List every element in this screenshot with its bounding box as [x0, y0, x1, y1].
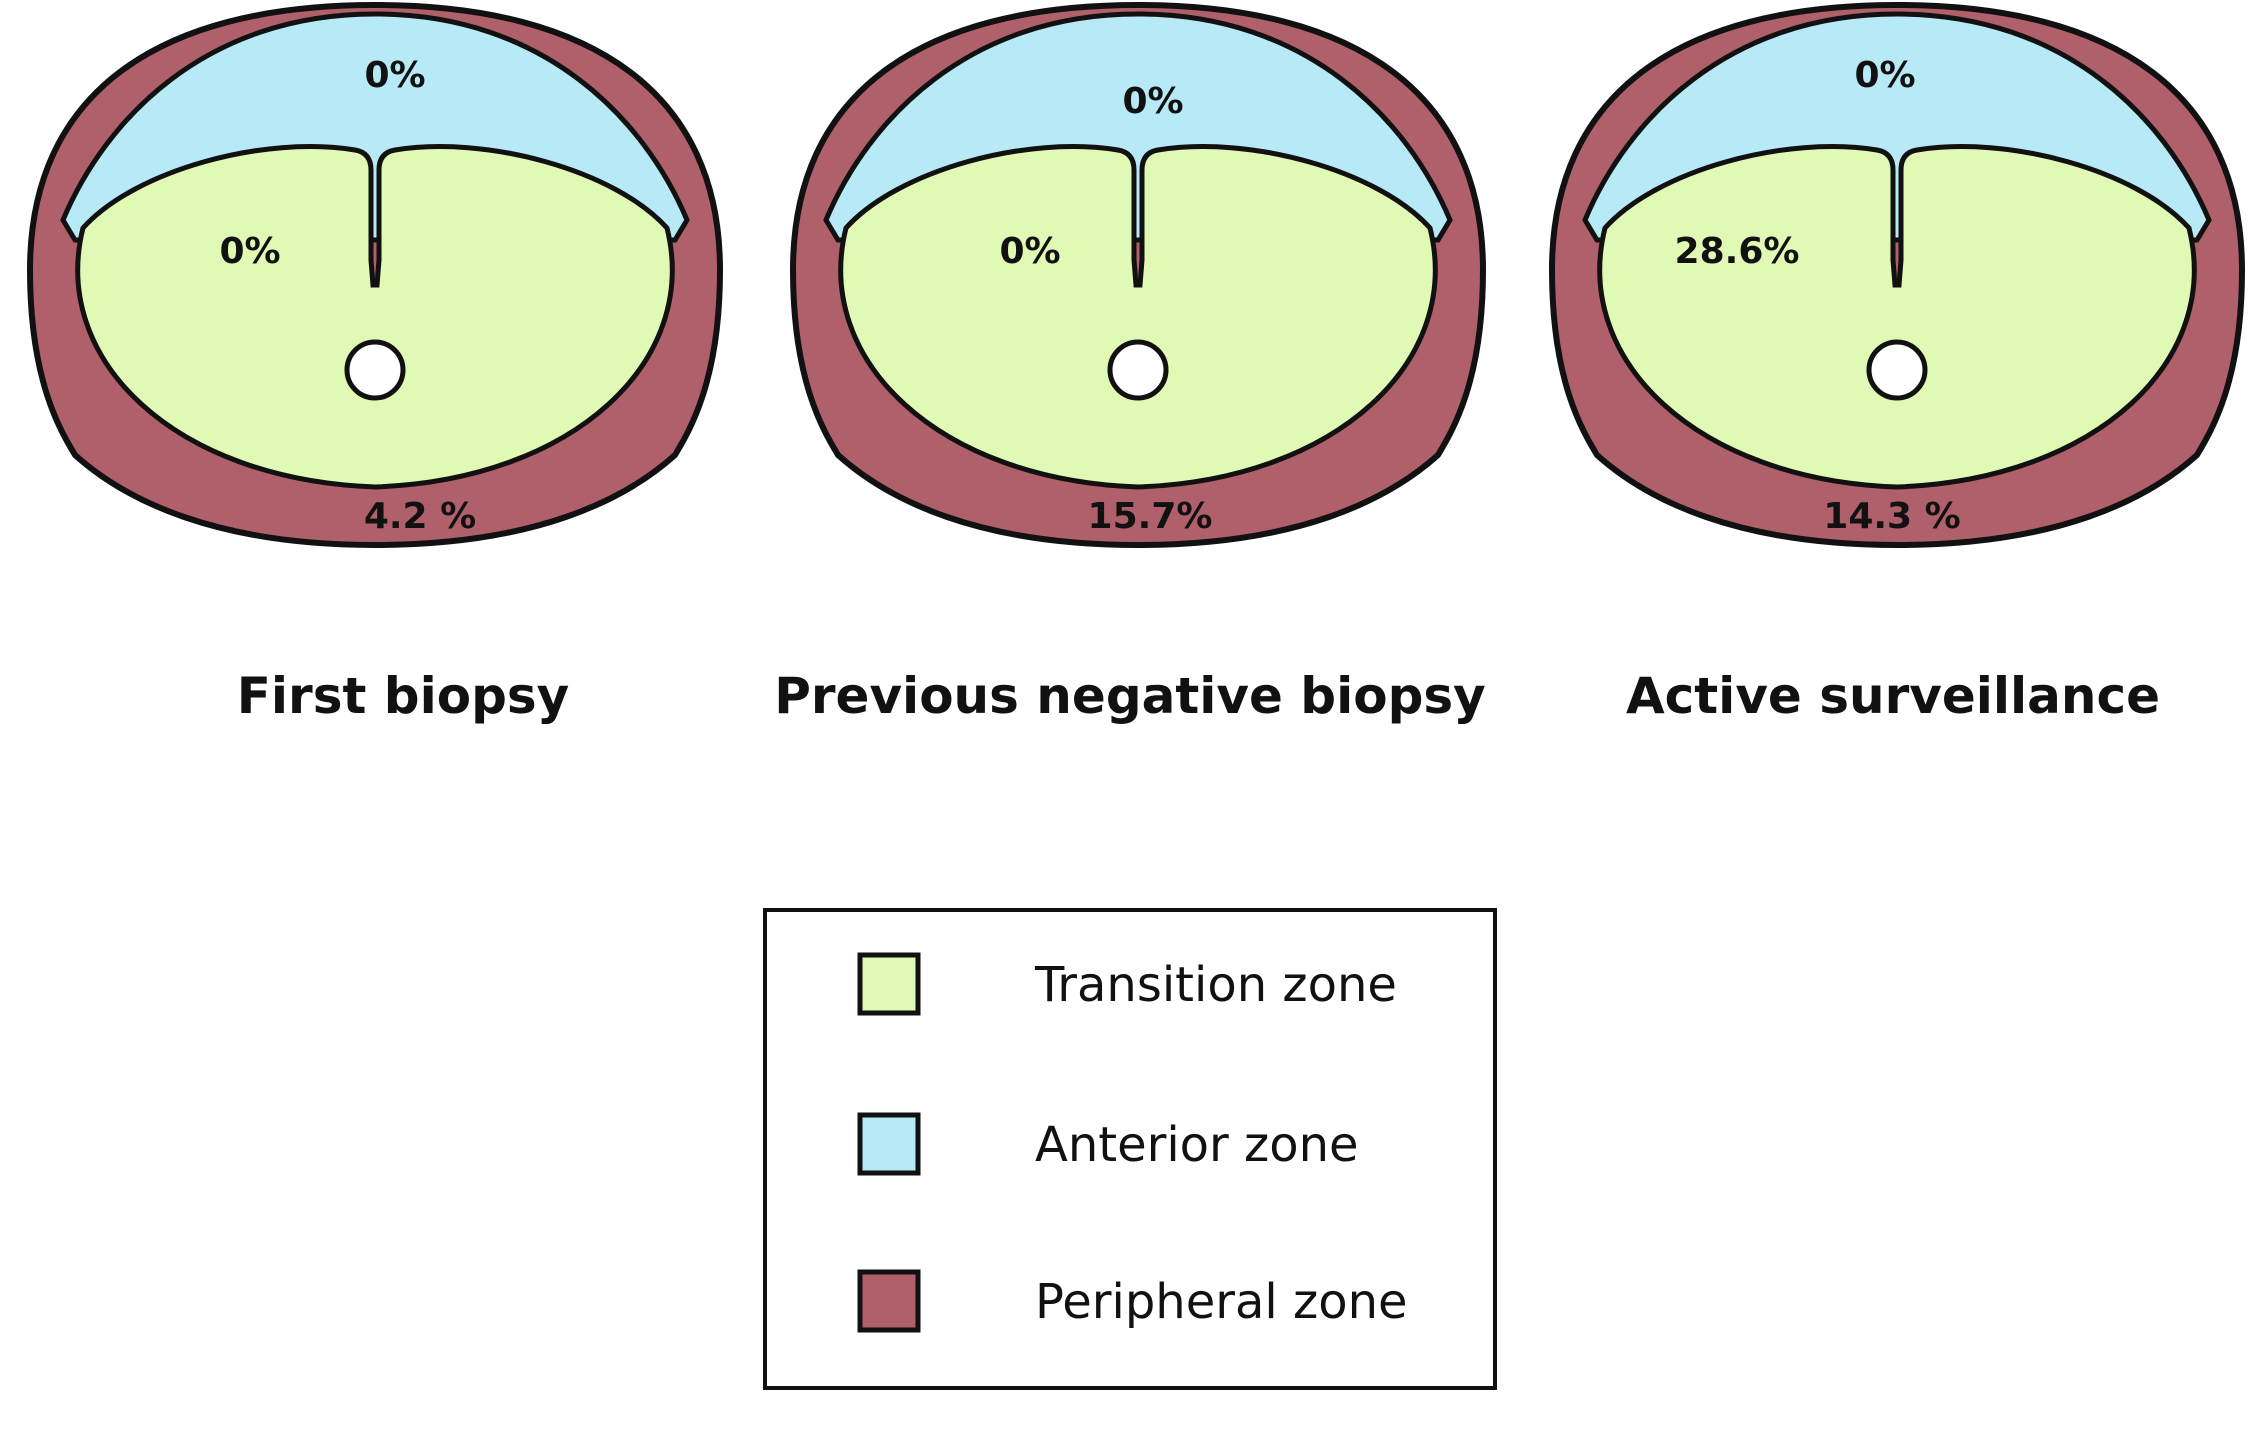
caption-previous-negative-biopsy: Previous negative biopsy: [774, 667, 1485, 725]
prostate-diagram-first-biopsy: 0% 0% 4.2 %: [30, 5, 720, 545]
caption-first-biopsy: First biopsy: [237, 667, 569, 725]
peripheral-zone-value: 15.7%: [1088, 496, 1213, 537]
peripheral-zone-value: 14.3 %: [1823, 496, 1960, 537]
legend-label-transition: Transition zone: [1034, 957, 1397, 1013]
transition-zone-value: 28.6%: [1675, 231, 1800, 272]
legend-swatch-peripheral: [857, 1269, 921, 1333]
legend-swatch-transition: [857, 952, 921, 1016]
legend-swatch-anterior: [857, 1112, 921, 1176]
legend-label-peripheral: Peripheral zone: [1035, 1274, 1408, 1330]
transition-zone-value: 0%: [999, 231, 1060, 272]
peripheral-zone-value: 4.2 %: [364, 496, 476, 537]
transition-zone-value: 0%: [219, 231, 280, 272]
prostate-diagram-previous-negative-biopsy: 0% 0% 15.7%: [793, 5, 1483, 545]
anterior-zone-value: 0%: [364, 55, 425, 96]
legend: Transition zone Anterior zone Peripheral…: [763, 908, 1497, 1390]
legend-label-anterior: Anterior zone: [1035, 1117, 1359, 1173]
anterior-zone-value: 0%: [1122, 81, 1183, 122]
prostate-diagram-active-surveillance: 0% 28.6% 14.3 %: [1552, 5, 2242, 545]
anterior-zone-value: 0%: [1854, 55, 1915, 96]
caption-active-surveillance: Active surveillance: [1626, 667, 2160, 725]
